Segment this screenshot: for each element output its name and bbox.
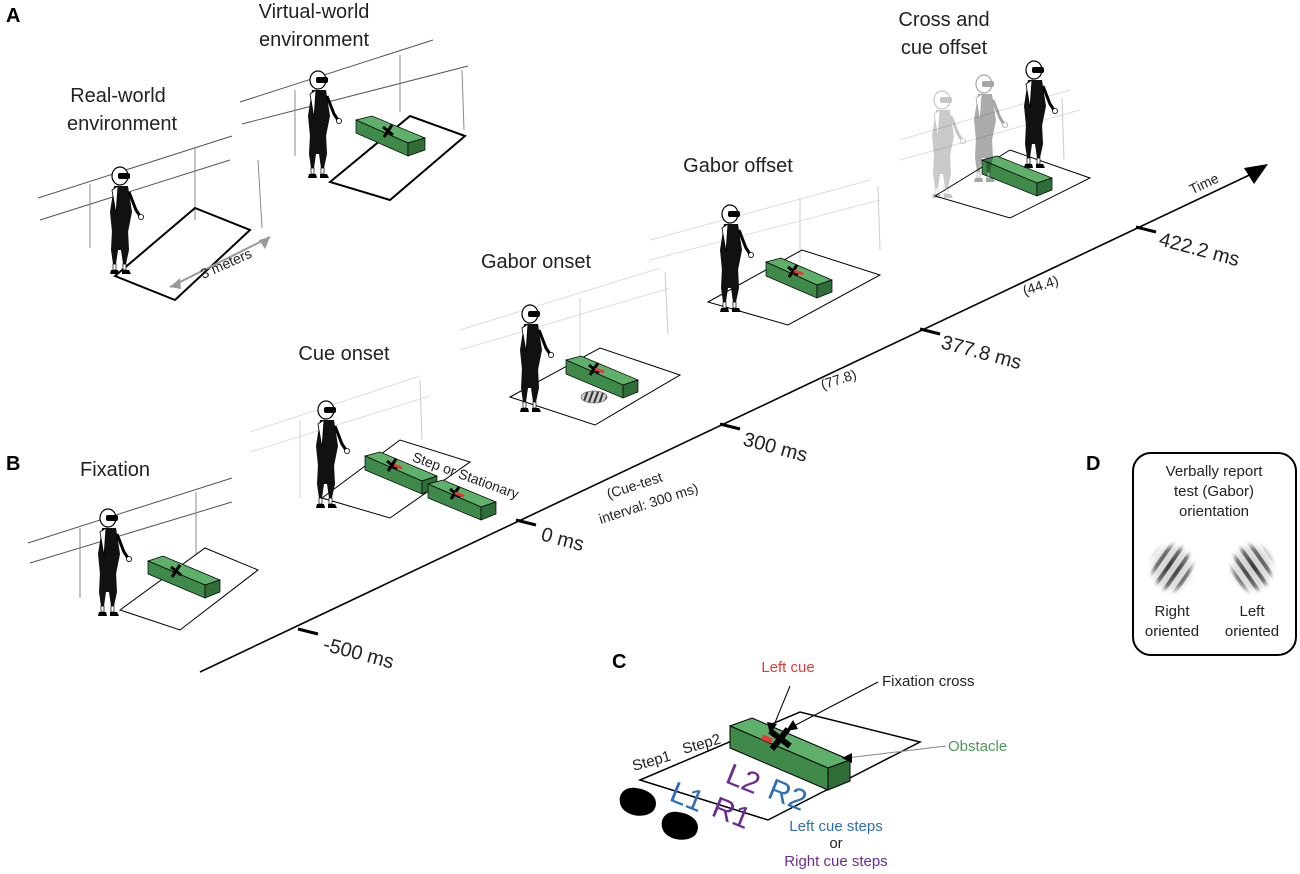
participant-figure	[96, 507, 134, 618]
gabor-offset-scene	[649, 179, 882, 326]
panel-label-d: D	[1086, 453, 1100, 475]
foot-icon	[661, 811, 698, 840]
gabor-left-icon	[1229, 542, 1275, 594]
left-oriented-label-1: Left	[1239, 603, 1265, 620]
right-oriented-label-2: oriented	[1145, 623, 1199, 640]
interval-label-3: (44.4)	[1021, 272, 1061, 299]
cross-cue-offset-title-1: Cross and	[898, 9, 989, 31]
right-cue-steps-label: Right cue steps	[784, 853, 887, 870]
panel-label-a: A	[6, 5, 20, 27]
participant-figure	[1022, 59, 1060, 170]
gabor-patch	[580, 390, 608, 404]
report-text-1: Verbally report	[1166, 463, 1264, 480]
foot-icon	[619, 787, 656, 816]
left-oriented-label-2: oriented	[1225, 623, 1279, 640]
tick-label: 422.2 ms	[1157, 229, 1242, 272]
fixation-cross-label: Fixation cross	[882, 673, 975, 690]
obstacle-block	[564, 355, 639, 399]
cue-onset-title: Cue onset	[298, 343, 390, 365]
real-world-title-2: environment	[67, 113, 178, 135]
virtual-world-title-1: Virtual-world	[259, 1, 370, 23]
obstacle-block	[426, 479, 497, 521]
step1-label: Step1	[630, 748, 672, 775]
gabor-onset-title: Gabor onset	[481, 251, 592, 273]
tick-label: -500 ms	[321, 634, 396, 674]
real-world-scene	[37, 135, 271, 302]
participant-figure	[306, 69, 344, 180]
left-cue-steps-label: Left cue steps	[789, 818, 882, 835]
obstacle-block	[764, 257, 833, 299]
real-world-title-1: Real-world	[70, 85, 166, 107]
panel-label-b: B	[6, 453, 20, 475]
time-axis-label: Time	[1187, 170, 1222, 198]
tick-label: 377.8 ms	[939, 332, 1024, 375]
obstacle-block	[980, 155, 1054, 197]
panel-c-diagram	[619, 681, 947, 840]
fixation-scene	[27, 477, 259, 631]
virtual-world-title-2: environment	[259, 29, 370, 51]
participant-figure	[108, 165, 146, 276]
gabor-offset-title: Gabor offset	[683, 155, 793, 177]
ghost-figure	[930, 89, 968, 200]
obstacle-label: Obstacle	[948, 738, 1007, 755]
or-label: or	[829, 835, 842, 852]
obstacle-block	[147, 555, 221, 599]
tick-label: 300 ms	[741, 429, 810, 467]
left-cue-label: Left cue	[761, 659, 814, 676]
right-oriented-label-1: Right	[1154, 603, 1190, 620]
cue-onset-scene	[249, 375, 497, 521]
obstacle-block	[354, 115, 427, 157]
report-text-2: test (Gabor)	[1174, 483, 1254, 500]
participant-figure	[718, 203, 756, 314]
participant-figure	[518, 303, 556, 414]
cross-cue-offset-title-2: cue offset	[901, 37, 988, 59]
gabor-right-icon	[1149, 542, 1195, 594]
fixation-title: Fixation	[80, 459, 150, 481]
tick-label: 0 ms	[539, 524, 587, 556]
obstacle-block	[728, 717, 852, 791]
virtual-world-scene	[239, 39, 469, 202]
panel-label-c: C	[612, 651, 626, 673]
report-box	[1132, 452, 1297, 656]
time-axis	[199, 164, 1268, 673]
distance-label: 3 meters	[198, 245, 254, 282]
interval-label-2: (77.8)	[819, 366, 859, 393]
cross-cue-offset-scene	[899, 59, 1092, 219]
participant-figure	[314, 399, 352, 510]
report-text-3: orientation	[1179, 503, 1249, 520]
gabor-onset-scene	[459, 267, 682, 426]
